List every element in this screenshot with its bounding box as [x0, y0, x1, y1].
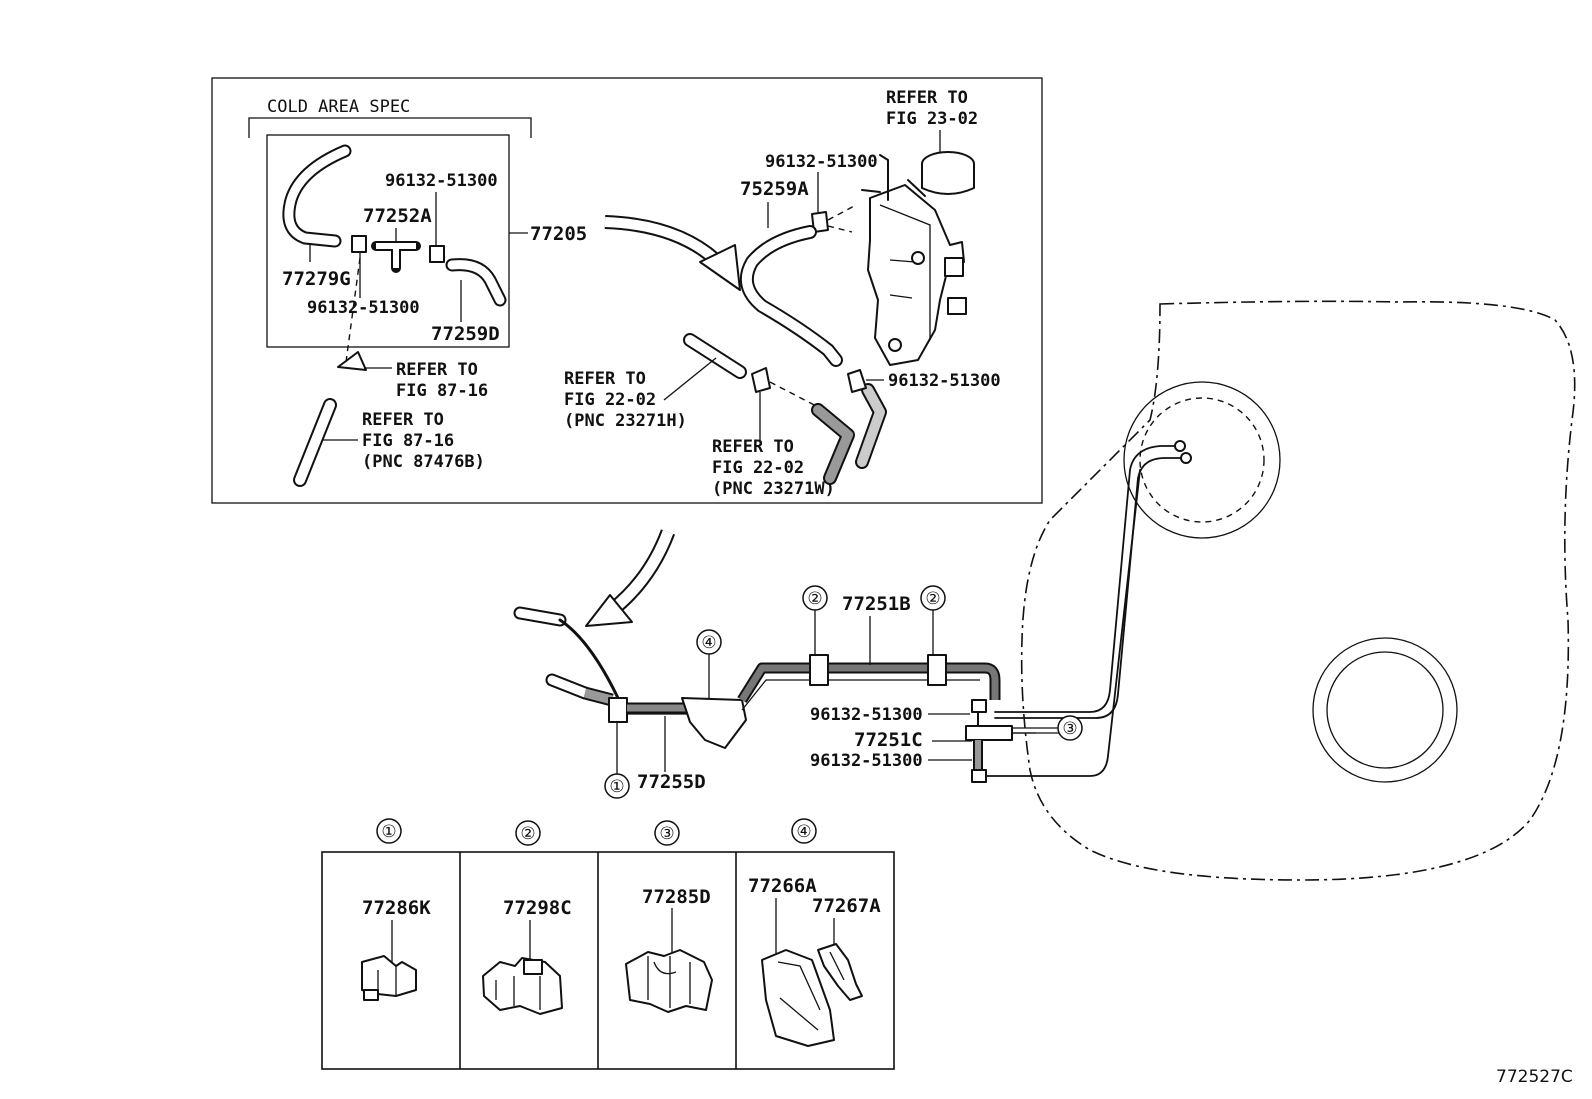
svg-text:①: ①: [609, 777, 624, 797]
label-refer-22-02-h-1: REFER TO: [564, 369, 646, 389]
inset-panel: COLD AREA SPEC 96132-51300 77252A 77279G…: [211, 77, 1043, 504]
svg-text:④: ④: [701, 633, 716, 653]
label-77251B: 77251B: [842, 593, 911, 615]
label-refer-22-02-h-2: FIG 22-02: [564, 390, 656, 410]
svg-text:②: ②: [807, 589, 822, 609]
label-96132-51300-d: 96132-51300: [888, 371, 1001, 391]
callout-1: ①: [604, 722, 630, 799]
label-77205: 77205: [530, 223, 587, 245]
label-refer-87-16-a-1: REFER TO: [396, 360, 478, 380]
label-75259A: 75259A: [740, 178, 809, 200]
callout-3: ③: [1012, 715, 1083, 741]
callout-4: ④: [696, 629, 722, 698]
charcoal-canister: [861, 151, 975, 366]
svg-text:②: ②: [925, 589, 940, 609]
label-96132-51300-a: 96132-51300: [385, 171, 498, 191]
clip-77298C: [482, 957, 563, 1015]
figure-code: 772527C: [1496, 1067, 1573, 1087]
clip-77286K: [361, 955, 417, 1001]
label-96132-51300-b: 96132-51300: [307, 298, 420, 318]
label-refer-22-02-h-3: (PNC 23271H): [564, 411, 687, 431]
label-refer-87-16-b-3: (PNC 87476B): [362, 452, 485, 472]
label-77255D: 77255D: [637, 771, 706, 793]
direction-arrow: [585, 594, 633, 627]
label-refer-22-02-w-1: REFER TO: [712, 437, 794, 457]
label-77279G: 77279G: [282, 268, 351, 290]
hose-clamp: [429, 245, 445, 263]
callout-2a: ②: [802, 585, 828, 655]
label-refer-22-02-w-3: (PNC 23271W): [712, 479, 835, 499]
clip-77285D: [625, 949, 713, 1013]
direction-arrow: [699, 244, 741, 291]
label-77286K: 77286K: [362, 897, 431, 919]
clip-77267A: [817, 943, 863, 1001]
label-refer-23-02-2: FIG 23-02: [886, 109, 978, 129]
svg-text:③: ③: [1062, 719, 1077, 739]
legend-marker-2: ②: [520, 824, 535, 844]
hose-clamp: [337, 351, 367, 371]
legend-marker-4: ④: [796, 822, 811, 842]
clip-77266A: [761, 949, 835, 1047]
clip-legend: ① ② ③ ④ 77286K 77298C 77285D: [321, 818, 895, 1070]
legend-marker-1: ①: [381, 822, 396, 842]
legend-marker-3: ③: [659, 824, 674, 844]
hose-clamp: [351, 235, 367, 253]
label-96132-51300-e: 96132-51300: [810, 705, 923, 725]
fuel-tank-outline: [1020, 300, 1576, 881]
label-refer-87-16-a-2: FIG 87-16: [396, 381, 488, 401]
label-77285D: 77285D: [642, 886, 711, 908]
label-77259D: 77259D: [431, 323, 500, 345]
label-77266A: 77266A: [748, 875, 817, 897]
cold-area-spec-group: COLD AREA SPEC 96132-51300 77252A 77279G…: [248, 97, 532, 348]
hose-clamp: [751, 367, 771, 393]
callout-2b: ②: [920, 585, 946, 655]
fuel-vapor-lines: [513, 440, 1192, 783]
label-refer-87-16-b-2: FIG 87-16: [362, 431, 454, 451]
label-refer-23-02-1: REFER TO: [886, 88, 968, 108]
label-77252A: 77252A: [363, 205, 432, 227]
label-96132-51300-f: 96132-51300: [810, 751, 923, 771]
label-77267A: 77267A: [812, 895, 881, 917]
cold-area-title: COLD AREA SPEC: [267, 97, 410, 117]
label-refer-87-16-b-1: REFER TO: [362, 410, 444, 430]
label-77251C: 77251C: [854, 729, 923, 751]
label-refer-22-02-w-2: FIG 22-02: [712, 458, 804, 478]
label-77298C: 77298C: [503, 897, 572, 919]
hose-clamp: [847, 369, 867, 393]
label-96132-51300-c: 96132-51300: [765, 152, 878, 172]
